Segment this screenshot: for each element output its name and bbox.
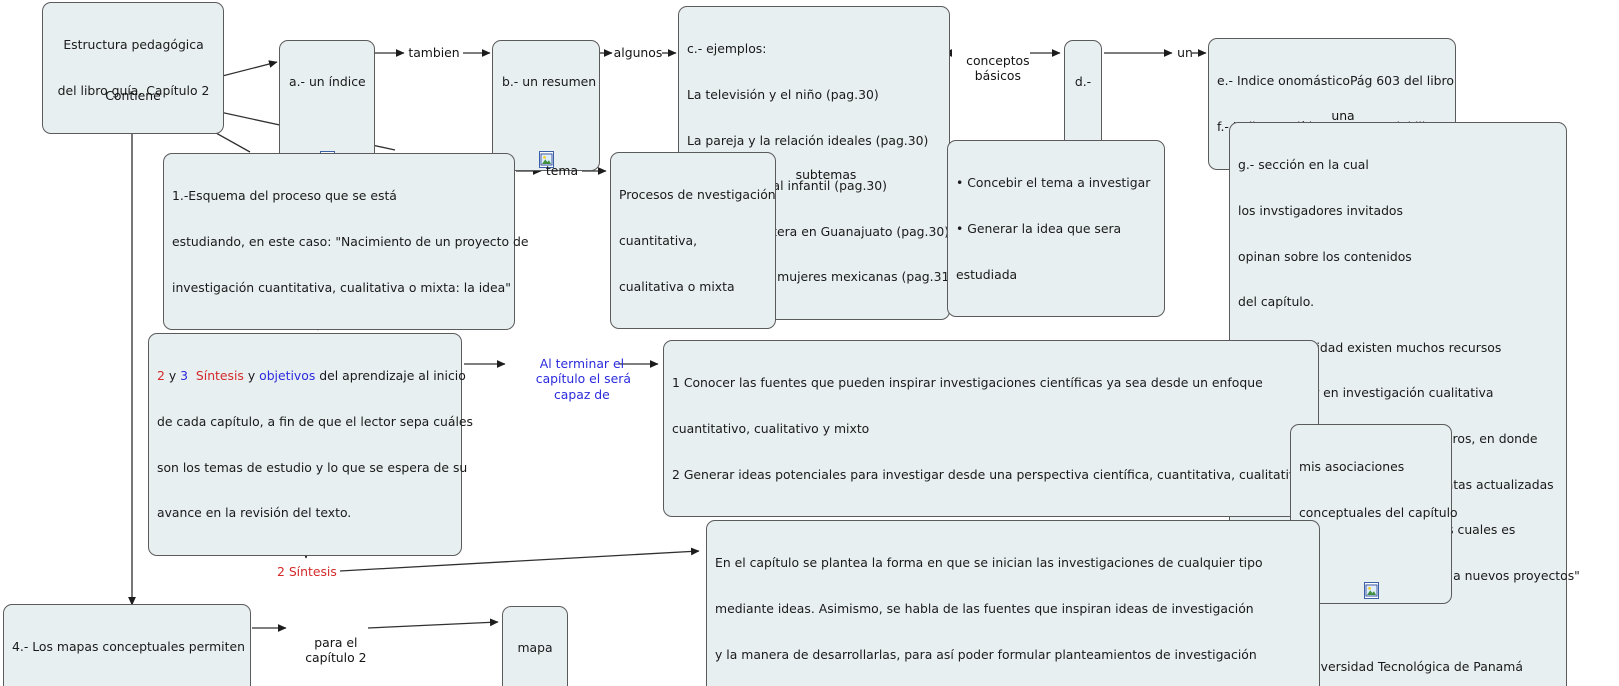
node-root-line1: Estructura pedagógica bbox=[63, 37, 204, 53]
sintesis-seg-objetivos: objetivos bbox=[259, 368, 316, 384]
node-sintesis-objetivos-line4: avance en la revisión del texto. bbox=[157, 505, 352, 521]
node-capaz-de-line3: 2 Generar ideas potenciales para investi… bbox=[672, 466, 1355, 482]
node-esquema[interactable]: 1.-Esquema del proceso que se está estud… bbox=[163, 153, 529, 331]
edge-label-al-terminar: Al terminar el capítulo el será capaz de bbox=[520, 341, 631, 417]
node-resumen-capitulo[interactable]: En el capítulo se plantea la forma en qu… bbox=[706, 520, 1320, 686]
node-sintesis-objetivos-line3: son los temas de estudio y lo que se esp… bbox=[157, 459, 468, 475]
node-seccion-g-line2: los invstigadores invitados bbox=[1238, 203, 1403, 219]
node-ejemplos-line1: c.- ejemplos: bbox=[687, 41, 767, 57]
node-procesos[interactable]: Procesos de nvestigación cuantitativa, c… bbox=[610, 152, 776, 330]
picture-icon[interactable] bbox=[538, 121, 554, 169]
edge-label-una: una bbox=[1331, 108, 1355, 123]
edge-label-un: un bbox=[1177, 45, 1193, 60]
edge-label-tema: tema bbox=[545, 163, 579, 178]
node-ejemplos-line2: La televisión y el niño (pag.30) bbox=[687, 87, 879, 103]
node-indice-label: a.- un índice bbox=[289, 74, 366, 90]
edge-label-para-el-capitulo: para el capítulo 2 bbox=[288, 620, 368, 681]
node-concebir-line3: estudiada bbox=[956, 266, 1018, 282]
sintesis-seg-tail: del aprendizaje al inicio bbox=[315, 368, 466, 384]
node-esquema-line1: 1.-Esquema del proceso que se está bbox=[172, 188, 397, 204]
sintesis-seg-y2: y bbox=[243, 368, 260, 384]
sintesis-seg-3: 3 bbox=[180, 368, 188, 384]
edge-label-para-el-line1: para el bbox=[314, 635, 358, 651]
node-procesos-line3: cualitativa o mixta bbox=[619, 278, 735, 294]
picture-icon[interactable] bbox=[1364, 552, 1379, 600]
sintesis-seg-2: 2 bbox=[157, 368, 165, 384]
picture-icon[interactable] bbox=[319, 121, 335, 169]
edge-label-conceptos-basicos: conceptos básicos bbox=[950, 38, 1030, 99]
node-capaz-de-list[interactable]: 1 Conocer las fuentes que pueden inspira… bbox=[663, 340, 1355, 518]
sintesis-seg-sintesis: Síntesis bbox=[195, 368, 244, 384]
node-mapa-pag[interactable]: mapa Pág. 25 bbox=[502, 606, 568, 686]
node-esquema-line3: investigación cuantitativa, cualitativa … bbox=[172, 279, 511, 295]
node-resumen-capitulo-line2: mediante ideas. Asimismo, se habla de la… bbox=[715, 601, 1254, 617]
node-resumen[interactable]: b.- un resumen bbox=[492, 40, 600, 172]
node-mapa-pag-line1: mapa bbox=[517, 640, 553, 656]
sintesis-seg-space bbox=[188, 368, 196, 383]
node-mapas[interactable]: 4.- Los mapas conceptuales permiten rela… bbox=[3, 604, 263, 686]
edge-label-contiene: Contiene bbox=[105, 88, 161, 103]
node-indice[interactable]: a.- un índice bbox=[279, 40, 375, 172]
edge-label-conceptos-line1: conceptos bbox=[966, 53, 1030, 69]
node-asociaciones-line2: conceptuales del capítulo bbox=[1299, 505, 1458, 521]
edge-label-al-terminar-line1: Al terminar el bbox=[539, 356, 625, 372]
node-seccion-g-line4: del capítulo. bbox=[1238, 294, 1315, 310]
node-esquema-line2: estudiando, en este caso: "Nacimiento de… bbox=[172, 234, 529, 250]
node-sintesis-objetivos-line1: 2 y 3 Síntesis y objetivos del aprendiza… bbox=[157, 368, 466, 384]
node-indices-line1: e.- Indice onomásticoPág 603 del libro bbox=[1217, 73, 1454, 89]
edge-label-para-el-line2: capítulo 2 bbox=[305, 650, 367, 666]
edge-label-al-terminar-line3: capaz de bbox=[553, 386, 610, 402]
edge-label-al-terminar-line2: capítulo el será bbox=[535, 371, 631, 387]
node-seccion-g-line1: g.- sección en la cual bbox=[1238, 157, 1369, 173]
picture-icon[interactable] bbox=[1075, 121, 1091, 169]
node-sintesis-objetivos[interactable]: 2 y 3 Síntesis y objetivos del aprendiza… bbox=[148, 333, 473, 556]
edge-label-conceptos-line2: básicos bbox=[974, 68, 1021, 84]
node-ejemplos-line3: La pareja y la relación ideales (pag.30) bbox=[687, 132, 929, 148]
edge-label-algunos: algunos bbox=[613, 45, 663, 60]
node-root[interactable]: Estructura pedagógica del libro guía. Ca… bbox=[42, 2, 224, 134]
edge-label-dos-sintesis: 2 Síntesis bbox=[277, 564, 337, 579]
node-resumen-capitulo-line3: y la manera de desarrollarlas, para así … bbox=[715, 646, 1257, 662]
node-mapas-line1: 4.- Los mapas conceptuales permiten bbox=[12, 639, 245, 655]
node-concebir-line1: • Concebir el tema a investigar bbox=[956, 175, 1151, 191]
node-resumen-label: b.- un resumen bbox=[502, 74, 597, 90]
node-asociaciones-line1: mis asociaciones bbox=[1299, 459, 1405, 475]
node-procesos-line2: cuantitativa, bbox=[619, 233, 698, 249]
edge-label-tambien: tambien bbox=[408, 45, 460, 60]
node-sintesis-objetivos-line2: de cada capítulo, a fin de que el lector… bbox=[157, 414, 473, 430]
node-resumen-capitulo-line1: En el capítulo se plantea la forma en qu… bbox=[715, 555, 1263, 571]
node-capaz-de-line2: cuantitativo, cualitativo y mixto bbox=[672, 421, 870, 437]
node-capaz-de-line1: 1 Conocer las fuentes que pueden inspira… bbox=[672, 375, 1263, 391]
edge-label-subtemas: subtemas bbox=[795, 167, 857, 182]
node-seccion-g-line3: opinan sobre los contenidos bbox=[1238, 248, 1412, 264]
node-concebir-line2: • Generar la idea que sera bbox=[956, 221, 1122, 237]
node-procesos-line1: Procesos de nvestigación bbox=[619, 187, 776, 203]
node-concebir[interactable]: • Concebir el tema a investigar • Genera… bbox=[947, 140, 1165, 318]
node-d-label: d.- bbox=[1074, 74, 1092, 90]
sintesis-seg-y1: y bbox=[164, 368, 181, 384]
